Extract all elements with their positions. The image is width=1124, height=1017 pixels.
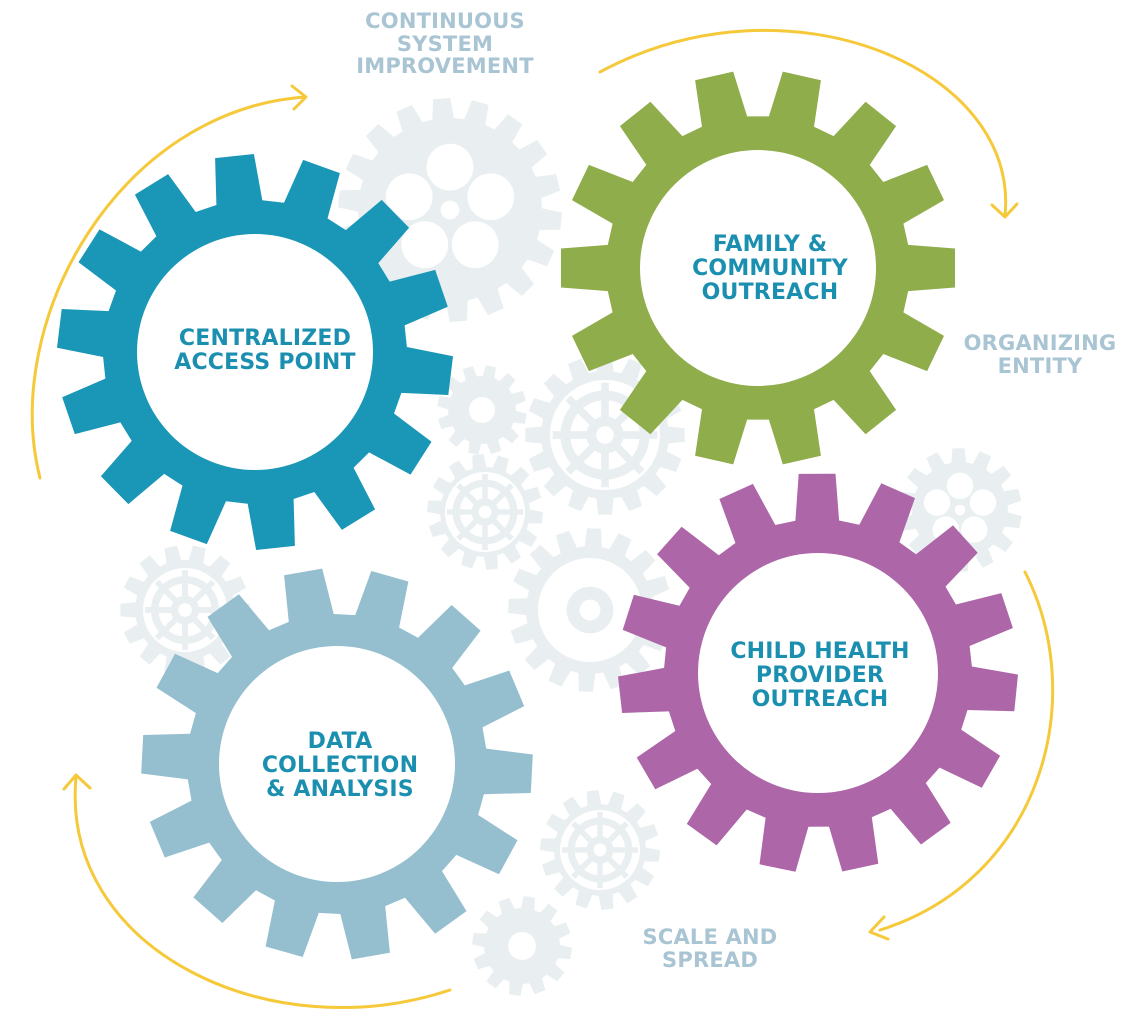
curved-arrow-icon-top — [598, 28, 1019, 219]
bg-gear-bottom-hole — [508, 932, 536, 960]
bg-gear-left — [120, 545, 250, 675]
gear-data-collection-analysis-hole — [219, 646, 455, 882]
gear-child-health-provider-outreach — [618, 473, 1018, 872]
bg-gear-center — [508, 528, 672, 692]
bg-gear-mid-small — [437, 365, 527, 455]
bg-gear-bottom — [472, 896, 572, 996]
continuous-improvement-label: CONTINUOUS SYSTEM IMPROVEMENT — [356, 9, 534, 79]
gear-family-community-outreach-hole — [640, 150, 876, 386]
gear-family-community-outreach — [561, 71, 955, 465]
centralized-access-point-label: CENTRALIZED ACCESS POINT — [174, 326, 356, 375]
bg-gear-bottom-mid — [540, 790, 660, 910]
curved-arrow-icon-right — [868, 570, 1055, 941]
cycle-arrows — [30, 28, 1055, 1009]
gear-centralized-access-point — [57, 154, 453, 550]
scale-and-spread-label: SCALE AND SPREAD — [642, 925, 778, 972]
organizing-entity-label: ORGANIZING ENTITY — [963, 331, 1117, 378]
bg-gear-top — [338, 98, 562, 322]
gear-centralized-access-point-hole — [137, 234, 373, 470]
main-gears — [57, 71, 1018, 960]
gear-data-collection-analysis — [141, 568, 533, 960]
bg-gear-mid-left — [427, 454, 543, 570]
gear-child-health-provider-outreach-hole — [698, 553, 938, 793]
bg-gear-right — [898, 448, 1022, 572]
curved-arrow-icon-left — [30, 84, 308, 480]
family-community-outreach-label: FAMILY & COMMUNITY OUTREACH — [692, 232, 848, 305]
child-health-provider-outreach-label: CHILD HEALTH PROVIDER OUTREACH — [730, 639, 910, 712]
data-collection-analysis-label: DATA COLLECTION & ANALYSIS — [261, 729, 419, 802]
bg-gear-mid-small-hole — [469, 397, 495, 423]
curved-arrow-icon-bottom — [62, 773, 452, 1009]
